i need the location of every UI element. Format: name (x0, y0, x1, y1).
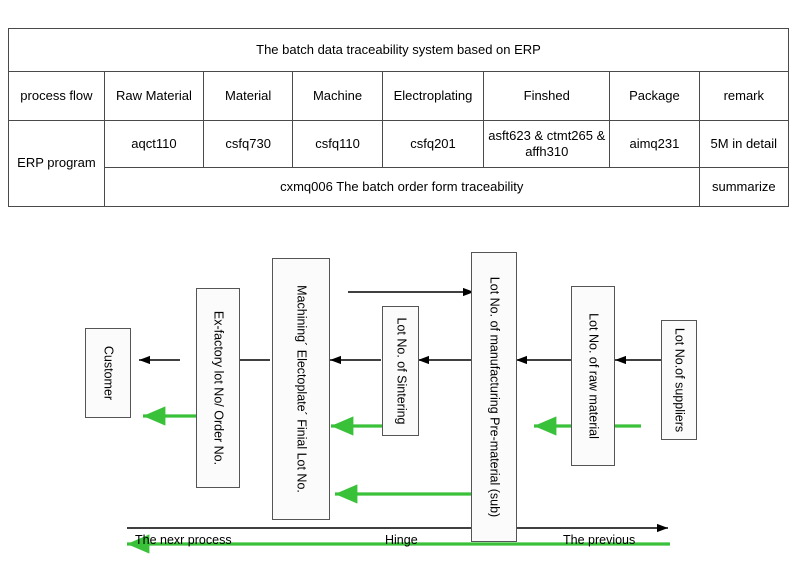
cell-package-code: aimq231 (609, 120, 700, 168)
node-ex-factory[interactable]: Ex-factory lot No/ Order No. (196, 288, 240, 488)
header-material: Material (202, 71, 294, 121)
cell-raw-material-code: aqct110 (103, 120, 204, 168)
traceability-flow-diagram: Customer Ex-factory lot No/ Order No. Ma… (0, 240, 797, 570)
cell-remark-detail: 5M in detail (698, 120, 790, 168)
header-finshed: Finshed (483, 71, 611, 121)
legend-previous: The previous (563, 533, 636, 547)
header-raw-material: Raw Material (103, 71, 204, 121)
header-electroplating: Electroplating (381, 71, 485, 121)
table-row-title: The batch data traceability system based… (8, 28, 789, 72)
table-title: The batch data traceability system based… (8, 28, 789, 72)
node-ex-factory-label: Ex-factory lot No/ Order No. (211, 310, 226, 466)
erp-table-container: The batch data traceability system based… (8, 28, 790, 207)
header-remark: remark (698, 71, 790, 121)
cell-summary-span: cxmq006 The batch order form traceabilit… (103, 167, 700, 207)
legend-hinge: Hinge (385, 533, 418, 547)
node-sintering[interactable]: Lot No. of Sintering (382, 306, 419, 436)
erp-table: The batch data traceability system based… (8, 28, 790, 207)
table-row-program: ERP program aqct110 csfq730 csfq110 csfq… (8, 120, 790, 207)
node-suppliers-label: Lot No.of suppliers (672, 327, 687, 433)
header-machine: Machine (292, 71, 383, 121)
cell-machine-code: csfq110 (292, 120, 383, 168)
backward-arrows (127, 406, 670, 554)
arrow-layer (127, 287, 694, 554)
node-suppliers[interactable]: Lot No.of suppliers (661, 320, 697, 440)
node-raw-material[interactable]: Lot No. of raw material (571, 286, 615, 466)
node-manufacturing[interactable]: Lot No. of manufacturing Pre-material (s… (471, 252, 517, 542)
header-process-flow: process flow (8, 71, 105, 121)
legend-next-process: The nexr process (135, 533, 232, 547)
cell-finshed-code: asft623 & ctmt265 & affh310 (483, 120, 611, 168)
cell-electroplating-code: csfq201 (381, 120, 485, 168)
cell-summary-remark: summarize (698, 167, 790, 207)
node-raw-material-label: Lot No. of raw material (586, 313, 601, 439)
table-row-summary: cxmq006 The batch order form traceabilit… (9, 167, 790, 207)
table-row-header: process flow Raw Material Material Machi… (8, 71, 790, 121)
header-package: Package (609, 71, 700, 121)
node-machining[interactable]: Machining´ Electoplate´ Finial Lot No. (272, 258, 330, 520)
cell-material-code: csfq730 (202, 120, 294, 168)
node-machining-label: Machining´ Electoplate´ Finial Lot No. (294, 285, 309, 493)
node-customer[interactable]: Customer (85, 328, 131, 418)
row-label-erp-program: ERP program (8, 120, 105, 207)
node-customer-label: Customer (101, 345, 116, 401)
node-manufacturing-label: Lot No. of manufacturing Pre-material (s… (487, 276, 502, 518)
node-sintering-label: Lot No. of Sintering (394, 317, 408, 425)
